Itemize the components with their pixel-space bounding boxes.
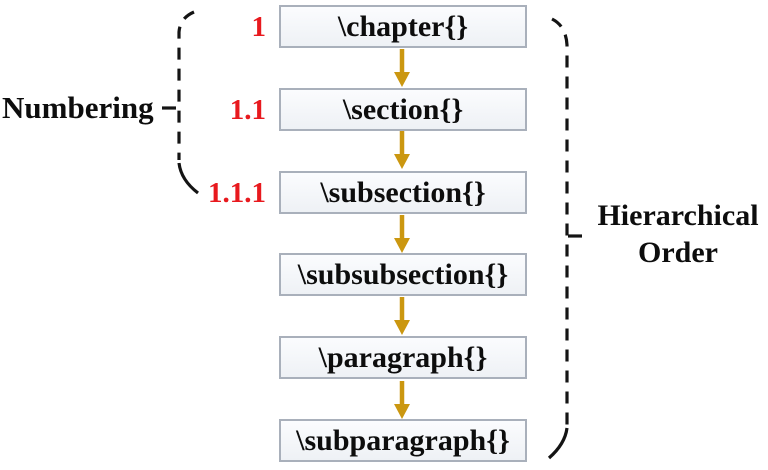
node-chapter: \chapter{} (279, 5, 527, 48)
node-subsection: \subsection{} (279, 171, 527, 214)
hierarchical-order-label: Hierarchical Order (588, 197, 768, 271)
node-subparagraph: \subparagraph{} (279, 419, 527, 462)
down-arrow-icon (394, 381, 410, 419)
down-arrow-icon (394, 49, 410, 87)
down-arrow-icon (394, 131, 410, 169)
down-arrow-icon (394, 215, 410, 253)
node-paragraph: \paragraph{} (279, 336, 527, 379)
numbering-label: Numbering (2, 90, 154, 125)
hierarchical-order-brace-icon (547, 17, 582, 460)
node-subsubsection: \subsubsection{} (279, 253, 527, 296)
number-label-section: 1.1 (229, 94, 266, 126)
number-label-chapter: 1 (251, 11, 267, 43)
hierarchical-order-label-line2: Order (638, 236, 718, 269)
number-label-subsection: 1.1.1 (208, 177, 266, 209)
numbering-brace-icon (162, 10, 199, 195)
down-arrow-icon (394, 297, 410, 335)
hierarchical-order-label-line1: Hierarchical (597, 199, 759, 232)
node-section: \section{} (279, 88, 527, 131)
